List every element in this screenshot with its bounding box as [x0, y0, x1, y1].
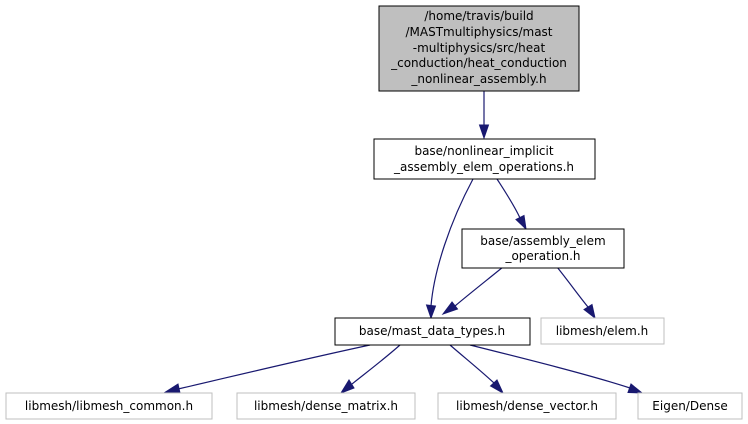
node-eigen-dense-label: Eigen/Dense: [652, 399, 727, 413]
edges: [162, 91, 644, 395]
node-root-line-4: _conduction/heat_conduction: [390, 56, 567, 70]
node-nonlinear-ops-line-2: _assembly_elem_operations.h: [393, 160, 574, 174]
edge-nonlinear-ops-to-mast-types: [425, 178, 474, 320]
edge-mast-types-to-dense-matrix: [339, 344, 401, 394]
edge-assembly-elem-to-libmesh-elem: [556, 266, 596, 320]
edge-nonlinear-ops-to-assembly-elem: [496, 178, 527, 231]
node-libmesh-common[interactable]: libmesh/libmesh_common.h: [5, 392, 213, 420]
edge-assembly-elem-to-mast-types: [441, 266, 504, 316]
node-root-line-5: _nonlinear_assembly.h: [410, 72, 546, 86]
node-assembly-elem-operation[interactable]: base/assembly_elem _operation.h: [461, 228, 625, 269]
node-nonlinear-ops-line-1: base/nonlinear_implicit: [414, 144, 553, 158]
node-libmesh-elem[interactable]: libmesh/elem.h: [540, 317, 665, 345]
node-mast-types-label: base/mast_data_types.h: [359, 324, 505, 338]
node-root-file[interactable]: /home/travis/build /MASTmultiphysics/mas…: [378, 5, 580, 92]
edge-root-to-nonlinear-ops: [478, 91, 490, 140]
node-libmesh-common-label: libmesh/libmesh_common.h: [25, 399, 193, 413]
node-assembly-elem-line-1: base/assembly_elem: [480, 234, 605, 248]
edge-mast-types-to-dense-vector: [449, 344, 505, 395]
node-root-line-3: -multiphysics/src/heat: [413, 41, 546, 55]
node-root-line-2: /MASTmultiphysics/mast: [405, 25, 552, 39]
node-nonlinear-implicit-assembly-elem-operations[interactable]: base/nonlinear_implicit _assembly_elem_o…: [373, 138, 596, 180]
node-dense-matrix-label: libmesh/dense_matrix.h: [254, 399, 398, 413]
node-dense-matrix[interactable]: libmesh/dense_matrix.h: [236, 392, 416, 420]
node-mast-data-types[interactable]: base/mast_data_types.h: [334, 317, 531, 346]
edge-mast-types-to-libmesh-common: [162, 344, 371, 394]
node-eigen-dense[interactable]: Eigen/Dense: [637, 392, 743, 420]
edge-mast-types-to-eigen-dense: [469, 344, 644, 394]
node-dense-vector-label: libmesh/dense_vector.h: [456, 399, 598, 413]
node-root-line-1: /home/travis/build: [424, 9, 533, 23]
node-assembly-elem-line-2: _operation.h: [504, 249, 580, 263]
node-libmesh-elem-label: libmesh/elem.h: [556, 324, 648, 338]
node-dense-vector[interactable]: libmesh/dense_vector.h: [437, 392, 617, 420]
